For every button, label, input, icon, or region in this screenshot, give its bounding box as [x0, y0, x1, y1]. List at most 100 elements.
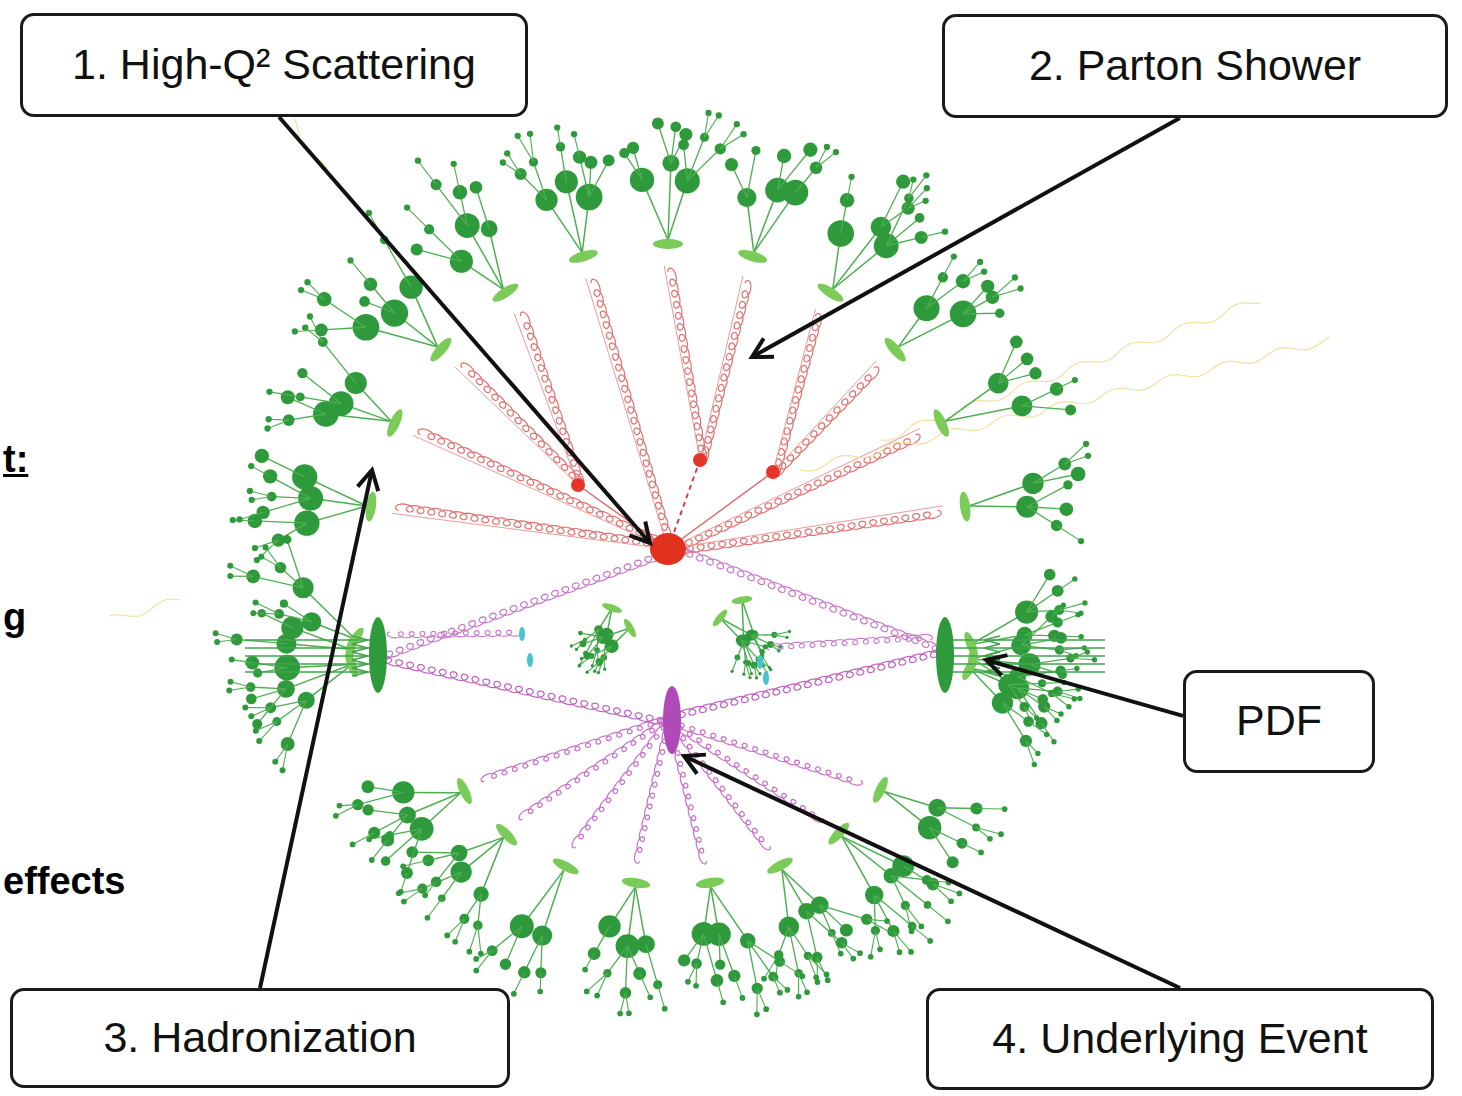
hadron-dot — [585, 671, 588, 674]
hadron-dot — [678, 139, 689, 150]
hadron-dot — [620, 987, 632, 999]
callout-label: 3. Hadronization — [103, 1013, 416, 1062]
hadron-dot — [777, 649, 780, 652]
shower-vertex — [693, 453, 707, 467]
hadron-line — [1026, 741, 1034, 765]
hadron-line — [231, 682, 251, 687]
hadron-dot — [266, 416, 272, 422]
hadron-dot — [248, 713, 254, 719]
hadron-line — [658, 985, 665, 1009]
hadron-line — [301, 290, 324, 299]
quark-line — [455, 367, 578, 485]
hadron-line — [262, 456, 305, 477]
callout-label: 4. Underlying Event — [992, 1014, 1367, 1063]
hadron-line — [253, 613, 279, 615]
cluster-ellipse — [551, 856, 581, 878]
hadron-line — [741, 640, 748, 663]
hadron-dot — [1075, 612, 1080, 617]
hadron-dot — [1082, 600, 1087, 605]
cluster-ellipse — [695, 876, 725, 890]
hadron-line — [351, 260, 371, 284]
hadron-line — [847, 177, 851, 200]
beam-line — [952, 647, 1105, 649]
hadron-line — [574, 134, 580, 157]
hadron-dot — [527, 131, 533, 137]
gluon-line — [519, 716, 673, 820]
hadron-line — [1058, 689, 1079, 691]
hadron-line — [798, 973, 799, 996]
hadron-line — [505, 926, 521, 964]
hadron-dot — [425, 915, 431, 921]
hadron-line — [279, 614, 311, 622]
hadron-line — [886, 198, 909, 246]
hadron-dot — [247, 488, 253, 494]
hadron-line — [751, 634, 774, 636]
hadron-dot — [1060, 502, 1074, 516]
hadron-line — [816, 152, 836, 168]
gluon-line — [773, 313, 822, 476]
hadron-dot — [404, 204, 410, 210]
hadron-dot — [230, 517, 236, 523]
hadron-dot — [978, 850, 984, 856]
hadron-line — [503, 162, 521, 174]
hadron-line — [976, 808, 1004, 810]
hadron-line — [303, 588, 355, 639]
hadron-dot — [720, 999, 726, 1005]
hadron-line — [533, 162, 546, 200]
hadron-line — [353, 833, 375, 845]
hadron-dot — [740, 131, 746, 137]
hadron-dot — [627, 142, 639, 154]
hadron-line — [476, 951, 492, 971]
hadron-dot — [593, 670, 596, 673]
hadron-dot — [977, 259, 983, 265]
hadron-dot — [451, 161, 457, 167]
photon-lines — [109, 118, 1329, 617]
hadron-dot — [678, 954, 690, 966]
hadron-dot — [214, 639, 220, 645]
hadron-dot — [473, 968, 479, 974]
hadron-circle — [737, 188, 756, 207]
hadron-line — [284, 604, 312, 622]
hadron-dot — [280, 767, 286, 773]
gluon-line — [387, 630, 522, 638]
hadron-line — [308, 282, 325, 299]
hadron-line — [687, 137, 704, 181]
beam-arrowhead — [352, 636, 368, 644]
hadron-dot — [1063, 480, 1072, 489]
hadron-line — [368, 810, 407, 815]
hadron-line — [587, 662, 599, 672]
hadron-dot — [904, 193, 913, 202]
hadron-line — [893, 931, 899, 952]
quark-line — [413, 435, 668, 549]
cluster-ellipse — [711, 608, 730, 629]
hadron-line — [933, 884, 960, 893]
hadron-dot — [670, 121, 681, 132]
hadron-line — [251, 466, 270, 476]
hadron-line — [427, 898, 441, 917]
shower-vertex — [571, 478, 585, 492]
beam-arrowhead — [352, 644, 368, 652]
hadron-line — [943, 257, 954, 278]
hadron-dot — [263, 544, 269, 550]
hadron-dot — [788, 630, 791, 633]
hadron-dot — [896, 175, 910, 189]
hadron-dot — [981, 268, 987, 274]
hadron-dot — [1072, 696, 1077, 701]
beam-line — [245, 647, 370, 649]
hadron-circle — [345, 372, 367, 394]
hadron-line — [245, 707, 270, 708]
hadron-trees — [213, 110, 1098, 1017]
hadron-dot — [264, 425, 270, 431]
gluon-line — [396, 504, 672, 549]
remnant-ellipse — [757, 655, 763, 669]
hadron-dot — [578, 664, 581, 667]
hadron-circle — [637, 935, 655, 953]
hadron-line — [891, 876, 905, 906]
hadron-dot — [803, 143, 817, 157]
callout-box: PDF — [1183, 670, 1375, 773]
hadron-line — [881, 182, 903, 227]
hadron-line — [757, 988, 766, 1009]
hadron-line — [272, 497, 311, 499]
hadron-line — [687, 149, 720, 181]
hadron-dot — [800, 973, 806, 979]
